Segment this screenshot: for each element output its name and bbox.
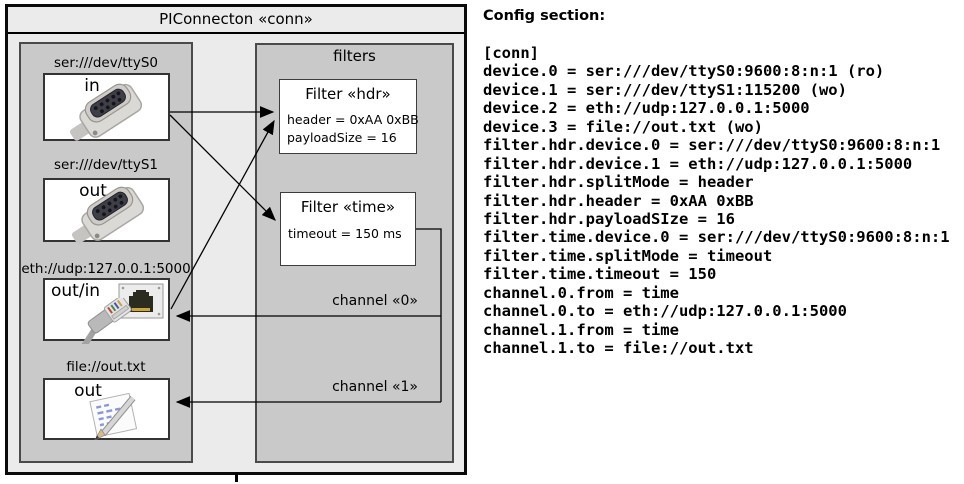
config-line: channel.1.to = file://out.txt [483, 339, 754, 357]
device-box-ttys1: out [43, 178, 170, 244]
channel-1-label: channel «1» [332, 379, 418, 395]
serial-connector-icon [71, 186, 145, 244]
config-line: channel.1.from = time [483, 320, 679, 339]
config-line: filter.time.splitMode = timeout [483, 246, 773, 265]
config-line: filter.hdr.device.0 = ser:///dev/ttyS0:9… [483, 136, 941, 155]
config-line: device.2 = eth://udp:127.0.0.1:5000 [483, 99, 810, 118]
config-line: filter.time.device.0 = ser:///dev/ttyS0:… [483, 228, 950, 247]
device-direction: out/in [51, 281, 101, 301]
bottom-anchor-tick [235, 473, 238, 482]
device-direction: out [79, 181, 107, 201]
config-line: channel.0.from = time [483, 283, 679, 302]
device-url-label: eth://udp:127.0.0.1:5000 [21, 261, 191, 277]
filter-prop: timeout = 150 ms [288, 226, 402, 241]
device-box-file: out [43, 378, 170, 440]
filter-title: Filter «time» [300, 198, 396, 216]
filters-group-label: filters [333, 47, 376, 65]
file-note-icon [89, 392, 138, 440]
diagram-title: PIConnecton «conn» [8, 7, 464, 34]
device-url-label: ser:///dev/ttyS1 [54, 157, 158, 173]
config-heading: Config section: [483, 8, 606, 24]
filter-box-time: Filter «time» timeout = 150 ms [280, 192, 416, 266]
config-text: [conn] device.0 = ser:///dev/ttyS0:9600:… [483, 44, 950, 357]
device-url-label: file://out.txt [66, 359, 146, 375]
config-line: filter.hdr.device.1 = eth://udp:127.0.0.… [483, 154, 913, 173]
device-url-label: ser:///dev/ttyS0 [54, 55, 158, 71]
config-line: filter.hdr.header = 0xAA 0xBB [483, 191, 754, 210]
device-direction: out [74, 381, 102, 401]
filter-title: Filter «hdr» [305, 85, 391, 103]
config-line: channel.0.to = eth://udp:127.0.0.1:5000 [483, 302, 847, 321]
channel-0-label: channel «0» [332, 293, 418, 309]
config-line: [conn] [483, 44, 539, 62]
config-line: filter.time.timeout = 150 [483, 265, 717, 284]
filter-box-hdr: Filter «hdr» header = 0xAA 0xBB payloadS… [279, 79, 419, 154]
device-direction: in [84, 76, 100, 96]
config-line: filter.hdr.splitMode = header [483, 173, 754, 192]
config-line: filter.hdr.payloadSIze = 16 [483, 209, 735, 228]
filter-prop: payloadSize = 16 [287, 130, 397, 145]
device-box-ttys0: in [43, 73, 170, 141]
config-line: device.0 = ser:///dev/ttyS0:9600:8:n:1 (… [483, 62, 885, 81]
config-line: device.1 = ser:///dev/ttyS1:115200 (wo) [483, 80, 847, 99]
device-box-eth: out/in [43, 278, 170, 344]
ethernet-plug-icon [77, 298, 132, 344]
config-line: device.3 = file://out.txt (wo) [483, 117, 763, 136]
filter-prop: header = 0xAA 0xBB [287, 112, 419, 127]
serial-connector-icon [69, 83, 143, 141]
